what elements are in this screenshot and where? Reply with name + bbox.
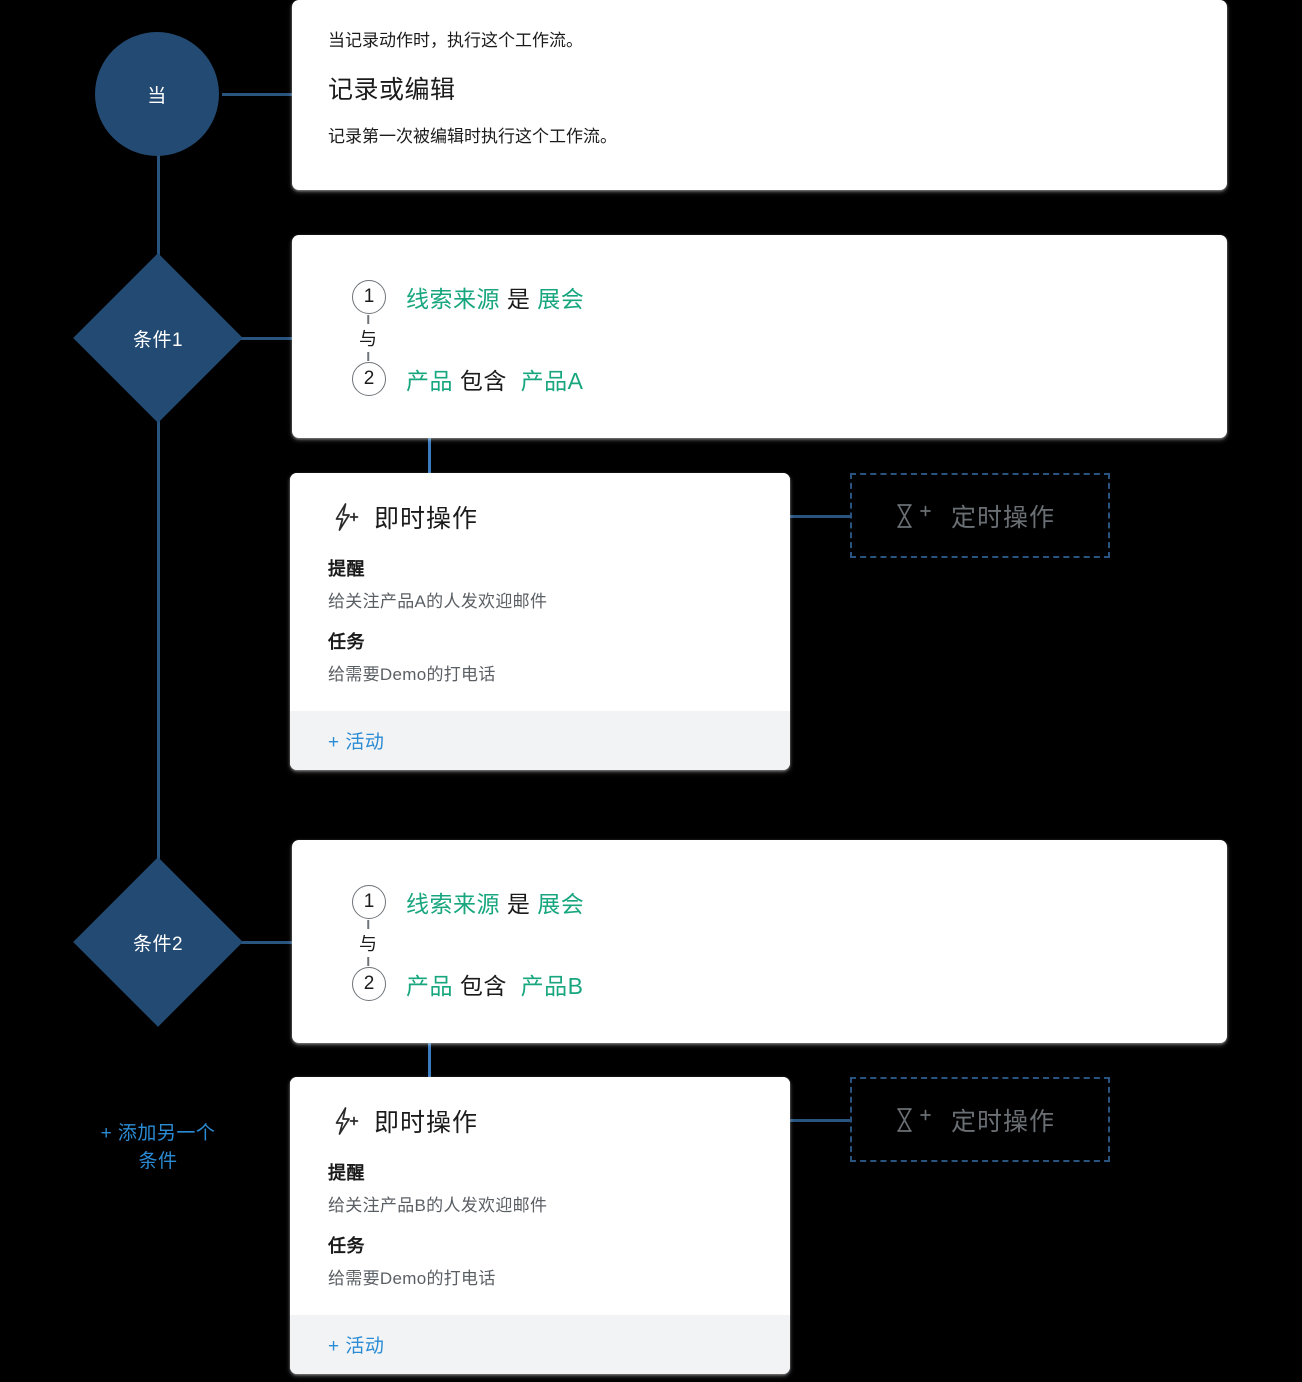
add-another-condition-button[interactable]: + 添加另一个 条件 (68, 1120, 248, 1175)
condition-field: 产品 (406, 973, 453, 999)
condition-index-badge: 1 (352, 280, 386, 314)
condition-field: 线索来源 (406, 891, 500, 917)
condition-joiner: 与 (352, 920, 384, 966)
action-item-title: 提醒 (328, 1163, 365, 1183)
trigger-sub-text: 记录第一次被编辑时执行这个工作流。 (328, 126, 617, 146)
trigger-node[interactable]: 当 (95, 32, 219, 156)
lightning-plus-icon (328, 500, 362, 534)
condition-operator: 包含 (459, 368, 507, 394)
action2-body: 即时操作 提醒 给关注产品B的人发欢迎邮件 任务 给需要Demo的打电话 (290, 1077, 790, 1315)
action2-card[interactable]: 即时操作 提醒 给关注产品B的人发欢迎邮件 任务 给需要Demo的打电话 + 活… (290, 1077, 790, 1374)
connector-cond1-card-to-action1 (428, 437, 431, 473)
joiner-line-bottom (367, 954, 369, 966)
condition-operator: 是 (506, 891, 531, 917)
condition-value: 产品A (520, 368, 584, 394)
add-activity-button[interactable]: + 活动 (290, 1315, 790, 1374)
condition-row[interactable]: 1 线索来源 是 展会 (352, 884, 1227, 920)
trigger-card[interactable]: 当记录动作时，执行这个工作流。 记录或编辑 记录第一次被编辑时执行这个工作流。 (292, 0, 1227, 190)
condition2-rows: 1 线索来源 是 展会 与 2 产品 包含 产品B (352, 884, 1227, 1002)
connector-condition1-to-condition2 (157, 398, 160, 886)
condition-value: 展会 (537, 891, 585, 917)
joiner-label: 与 (357, 324, 379, 352)
trigger-node-label: 当 (147, 85, 167, 107)
hourglass-plus-icon (890, 1104, 933, 1136)
condition-field: 产品 (406, 368, 453, 394)
condition-value: 产品B (520, 973, 584, 999)
action1-body: 即时操作 提醒 给关注产品A的人发欢迎邮件 任务 给需要Demo的打电话 (290, 473, 790, 711)
condition-joiner: 与 (352, 315, 384, 361)
action-item-desc: 给关注产品B的人发欢迎邮件 (328, 1196, 548, 1215)
action-item-title: 任务 (328, 1236, 365, 1256)
condition-field: 线索来源 (406, 286, 500, 312)
add-condition-line1: + 添加另一个 (100, 1123, 216, 1144)
add-activity-button[interactable]: + 活动 (290, 711, 790, 770)
condition-index-badge: 2 (352, 967, 386, 1001)
condition-row[interactable]: 1 线索来源 是 展会 (352, 279, 1227, 315)
condition-value: 展会 (537, 286, 585, 312)
action-item[interactable]: 提醒 给关注产品B的人发欢迎邮件 (328, 1159, 752, 1216)
action2-header-label: 即时操作 (374, 1109, 479, 1137)
joiner-line-bottom (367, 349, 369, 361)
connector-cond2-card-to-action2 (428, 1041, 431, 1077)
scheduled2-label: 定时操作 (951, 1107, 1056, 1136)
action1-card[interactable]: 即时操作 提醒 给关注产品A的人发欢迎邮件 任务 给需要Demo的打电话 + 活… (290, 473, 790, 770)
action-item-desc: 给需要Demo的打电话 (328, 665, 496, 684)
condition-row[interactable]: 2 产品 包含 产品A (352, 361, 1227, 397)
action-item[interactable]: 提醒 给关注产品A的人发欢迎邮件 (328, 555, 752, 612)
joiner-line-top (367, 920, 369, 932)
connector-action2-to-scheduled2 (790, 1119, 852, 1122)
condition-expression: 线索来源 是 展会 (406, 885, 584, 919)
condition-expression: 产品 包含 产品A (406, 362, 584, 396)
scheduled2-placeholder[interactable]: 定时操作 (850, 1077, 1110, 1162)
condition-expression: 线索来源 是 展会 (406, 280, 584, 314)
condition-operator: 是 (506, 286, 531, 312)
trigger-title: 记录或编辑 (328, 75, 456, 104)
connector-action1-to-scheduled1 (790, 515, 852, 518)
condition-expression: 产品 包含 产品B (406, 967, 584, 1001)
add-condition-line2: 条件 (138, 1150, 178, 1172)
condition-index-badge: 1 (352, 885, 386, 919)
action2-header[interactable]: 即时操作 (328, 1103, 752, 1139)
connector-trigger-to-trigger-card (222, 93, 292, 96)
action-item-title: 提醒 (328, 559, 365, 579)
connector-condition1-to-card (222, 337, 292, 340)
connector-trigger-to-condition1 (157, 155, 160, 282)
lightning-plus-icon (328, 1104, 362, 1138)
condition1-rows: 1 线索来源 是 展会 与 2 产品 包含 产品A (352, 279, 1227, 397)
action1-header[interactable]: 即时操作 (328, 499, 752, 535)
scheduled1-label: 定时操作 (951, 503, 1056, 532)
action1-header-label: 即时操作 (374, 505, 479, 533)
connector-condition2-to-card (222, 941, 292, 944)
scheduled1-placeholder[interactable]: 定时操作 (850, 473, 1110, 558)
condition-operator: 包含 (459, 973, 507, 999)
joiner-label: 与 (357, 929, 379, 957)
action-item-desc: 给需要Demo的打电话 (328, 1269, 496, 1288)
action-item[interactable]: 任务 给需要Demo的打电话 (328, 1232, 752, 1289)
action-item-desc: 给关注产品A的人发欢迎邮件 (328, 592, 548, 611)
condition-index-badge: 2 (352, 362, 386, 396)
hourglass-plus-icon (890, 500, 933, 532)
condition2-node[interactable] (73, 857, 243, 1027)
condition-row[interactable]: 2 产品 包含 产品B (352, 966, 1227, 1002)
condition1-node[interactable] (73, 253, 243, 423)
action-item[interactable]: 任务 给需要Demo的打电话 (328, 628, 752, 685)
trigger-top-text: 当记录动作时，执行这个工作流。 (328, 31, 583, 50)
condition2-card[interactable]: 1 线索来源 是 展会 与 2 产品 包含 产品B (292, 840, 1227, 1043)
joiner-line-top (367, 315, 369, 327)
action-item-title: 任务 (328, 632, 365, 652)
condition1-card[interactable]: 1 线索来源 是 展会 与 2 产品 包含 产品A (292, 235, 1227, 438)
